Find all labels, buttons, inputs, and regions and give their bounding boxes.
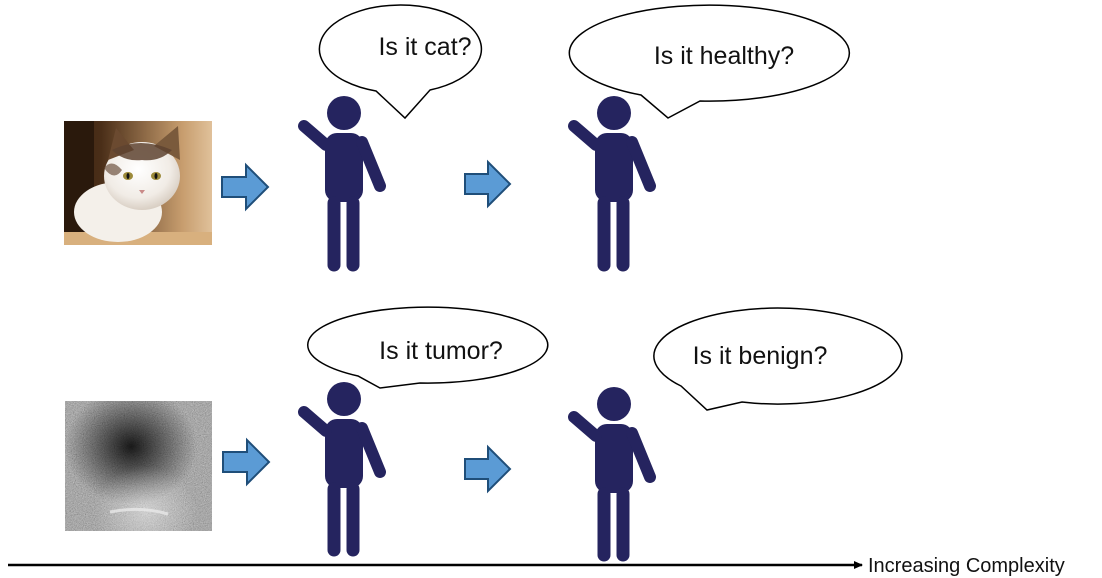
person-icon <box>304 96 380 265</box>
person-icon <box>574 96 650 265</box>
speech-bubble: Is it tumor? <box>308 307 548 388</box>
arrow-right-icon <box>223 440 269 484</box>
arrow-right-icon <box>465 162 510 206</box>
question-text: Is it cat? <box>378 33 471 61</box>
speech-bubble: Is it benign? <box>654 308 902 410</box>
ultrasound-image <box>65 401 212 531</box>
arrow-right-icon <box>465 447 510 491</box>
person-icon <box>304 382 380 550</box>
question-text: Is it benign? <box>693 342 828 370</box>
axis-label: Increasing Complexity <box>868 555 1065 577</box>
question-text: Is it healthy? <box>654 42 794 70</box>
cat-photo <box>64 121 212 245</box>
person-icon <box>574 387 650 555</box>
question-text: Is it tumor? <box>379 337 503 365</box>
arrow-right-icon <box>222 165 268 209</box>
